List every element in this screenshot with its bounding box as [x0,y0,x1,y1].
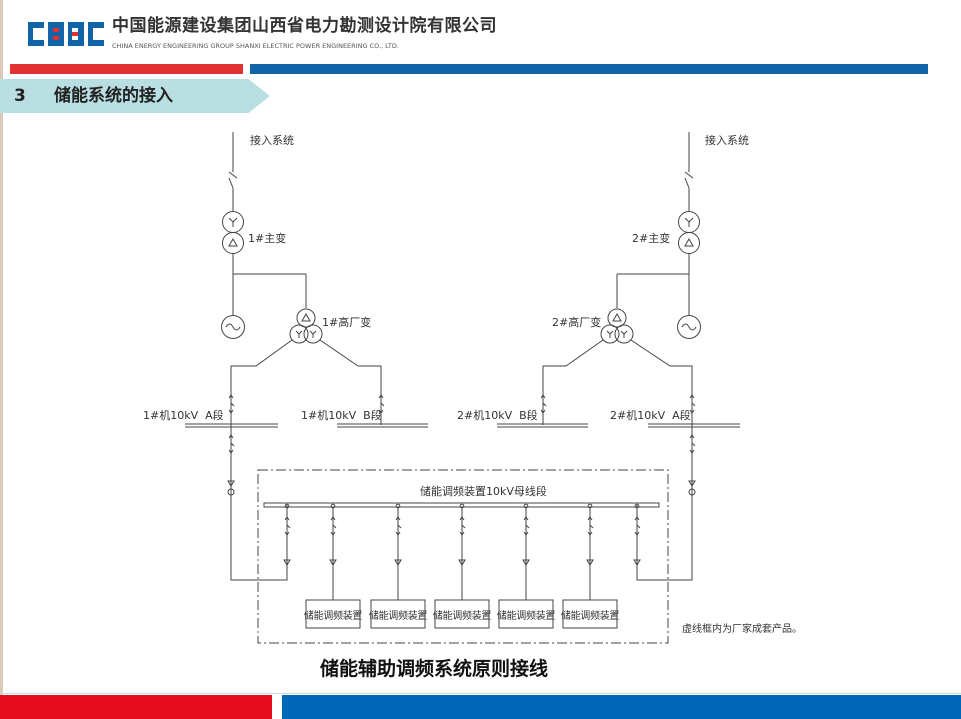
ess-device-label: 储能调频装置 [497,609,556,622]
grid-label-right: 接入系统 [705,134,749,147]
ess-feeders: 储能调频装置 储能调频装置 储能调频装置 储能调频装置 储能调频装置 [283,503,641,629]
feeder [458,503,466,600]
aux-tx-1-label: 1#高厂变 [322,315,371,329]
generator-1-icon [221,315,245,339]
unit-1 [185,132,428,581]
section-heading: 3 储能系统的接入 [0,79,270,113]
ess-device-label: 储能调频装置 [369,609,428,622]
vendor-note: 虚线框内为厂家成套产品。 [682,622,802,635]
unit-2 [497,132,740,581]
section-number: 3 [14,86,26,106]
header-bar-blue [250,64,928,74]
aux-transformer-2-icon [600,308,634,344]
ess-device-label: 储能调频装置 [561,609,620,622]
feeder [283,503,291,580]
feeder [329,503,337,600]
figure-caption: 储能辅助调频系统原则接线 [320,658,549,680]
company-name-cn: 中国能源建设集团山西省电力勘测设计院有限公司 [112,16,497,36]
bus-2b-label: 2#机10kV B段 [457,408,538,422]
ceec-logo [28,22,104,46]
feeder [394,503,402,600]
footer-line [0,693,961,694]
ess-device-box [370,599,426,629]
ess-bus-label: 储能调频装置10kV母线段 [420,484,547,498]
main-tx-1-label: 1#主变 [248,231,286,245]
aux-tx-2-label: 2#高厂变 [552,315,601,329]
footer-bar-blue [282,695,961,719]
ess-device-box [434,599,490,629]
vendor-package-boundary [257,469,669,644]
generator-2-icon [677,315,701,339]
ess-device-label: 储能调频装置 [433,609,492,622]
company-name-en: CHINA ENERGY ENGINEERING GROUP SHANXI EL… [112,42,399,50]
feeder [633,503,641,580]
ess-device-box [562,599,618,629]
ess-bus [263,502,660,508]
ess-device-box [498,599,554,629]
main-transformer-2-icon [678,211,700,254]
main-tx-2-label: 2#主变 [632,231,670,245]
grid-label-left: 接入系统 [250,134,294,147]
feeder [522,503,530,600]
aux-transformer-1-icon [289,308,323,344]
ess-device-label: 储能调频装置 [304,609,363,622]
header-bar-red [10,64,243,74]
main-transformer-1-icon [222,211,244,254]
bus-1a-label: 1#机10kV A段 [143,408,224,422]
slide-edge [0,0,3,719]
breaker-marks [227,394,696,496]
footer-bar-red [0,695,272,719]
bus-2a-label: 2#机10kV A段 [610,408,691,422]
ess-device-box [305,599,361,629]
section-title: 储能系统的接入 [54,86,173,106]
feeder [586,503,594,600]
bus-1b-label: 1#机10kV B段 [301,408,382,422]
